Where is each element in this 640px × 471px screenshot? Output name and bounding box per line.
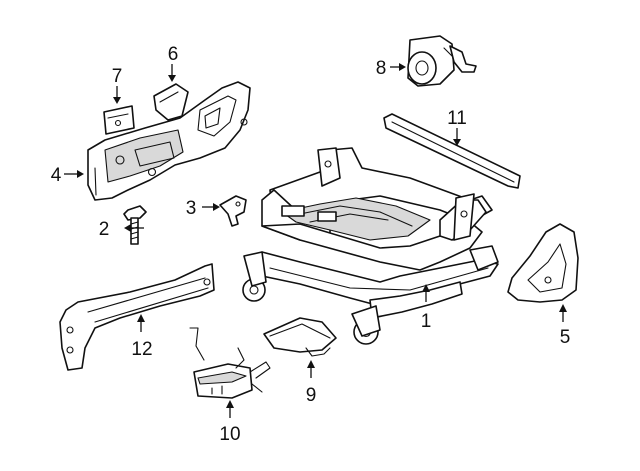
side-shield-part	[87, 81, 251, 201]
callout-10: 10	[219, 424, 240, 445]
callout-4: 4	[51, 165, 62, 186]
cross-rod-part	[383, 113, 521, 189]
callout-9: 9	[306, 385, 317, 406]
callout-11: 11	[447, 108, 467, 129]
trim-cap-part	[153, 83, 189, 121]
callout-12: 12	[131, 339, 152, 360]
callout-5: 5	[560, 327, 571, 348]
back-shield-part	[507, 223, 579, 303]
callout-7: 7	[112, 66, 123, 87]
seat-track-frame-part	[242, 147, 499, 345]
motor-part	[407, 35, 477, 87]
bolt-part	[123, 205, 147, 245]
clip-part	[103, 105, 135, 135]
leader-lines	[64, 63, 567, 418]
callout-6: 6	[168, 44, 179, 65]
bracket-part	[219, 195, 247, 227]
callout-3: 3	[186, 198, 197, 219]
rail-trim-part	[59, 263, 215, 371]
harness-connector-part	[189, 327, 271, 399]
module-part	[263, 317, 337, 357]
callout-2: 2	[99, 219, 110, 240]
callout-8: 8	[376, 58, 387, 79]
callout-1: 1	[421, 311, 432, 332]
